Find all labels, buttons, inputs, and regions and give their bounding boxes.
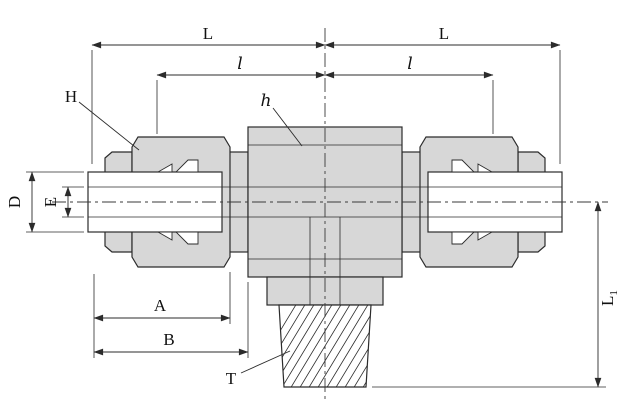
dimension-group: L L l l H h D E A B T L1 [5, 24, 620, 388]
label-B: B [163, 330, 174, 349]
centerlines [52, 28, 608, 400]
leader-line-T [240, 350, 291, 374]
label-L-left: L [203, 24, 213, 43]
body-hex-section [247, 126, 403, 278]
label-H: H [65, 87, 77, 106]
leader-line-H [78, 101, 140, 151]
right-back-ferrule-bottom [477, 231, 494, 241]
right-front-ferrule-bottom [451, 231, 476, 245]
label-L1: L1 [598, 290, 620, 306]
left-back-ferrule-bottom [156, 231, 173, 241]
label-T: T [226, 369, 237, 388]
label-L-right: L [439, 24, 449, 43]
left-front-ferrule-top [174, 159, 199, 173]
label-E: E [41, 197, 60, 207]
label-h: h [261, 91, 272, 111]
right-back-ferrule-top [477, 163, 494, 173]
left-front-ferrule-bottom [174, 231, 199, 245]
label-l-right: l [407, 54, 412, 74]
left-back-ferrule-top [156, 163, 173, 173]
label-l-left: l [237, 54, 242, 74]
right-front-ferrule-top [451, 159, 476, 173]
thread-hatch [279, 305, 371, 387]
label-A: A [154, 296, 167, 315]
label-D: D [5, 196, 24, 208]
leader-line-h [272, 107, 303, 147]
